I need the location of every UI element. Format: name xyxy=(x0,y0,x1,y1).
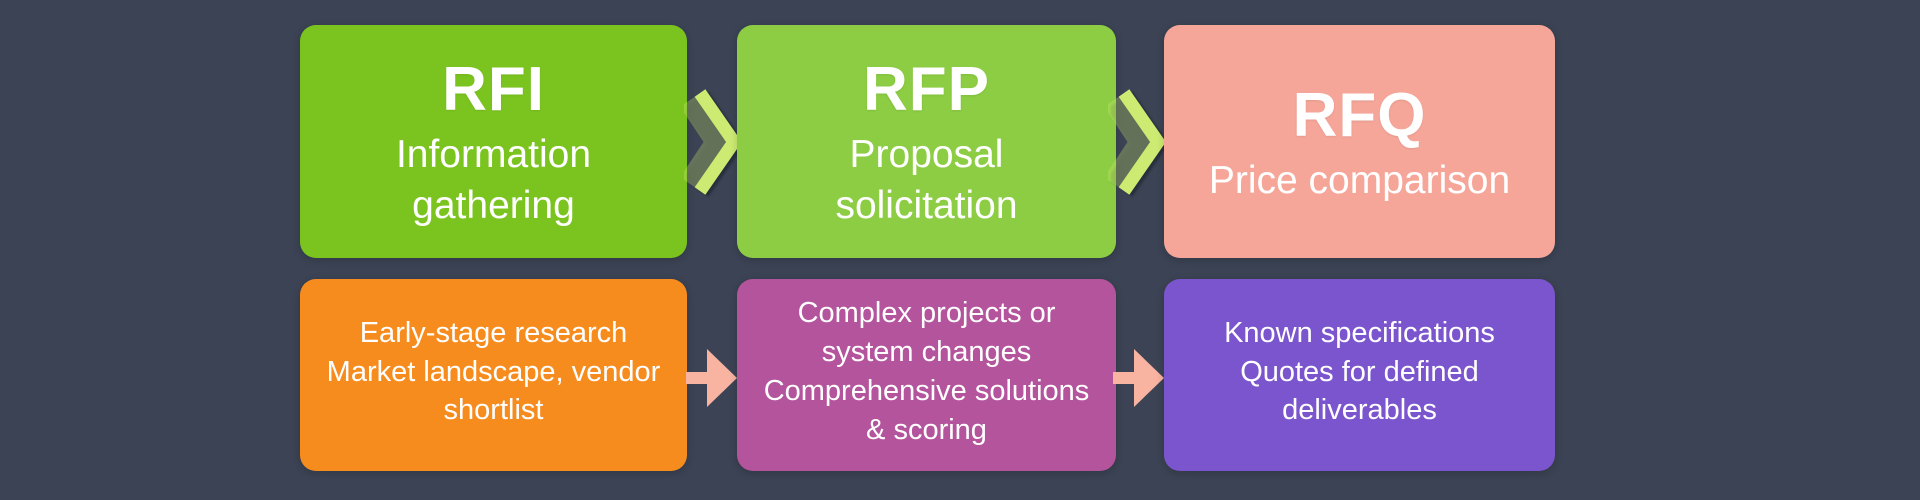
stage-description-rfp: Complex projects or system changes Compr… xyxy=(763,297,1090,446)
arrow-right-icon xyxy=(686,349,737,407)
chevron-right-icon xyxy=(1108,89,1166,195)
stage-subtitle-rfi: Information gathering xyxy=(395,133,592,228)
stage-card-rfq: RFQ Price comparison xyxy=(1164,25,1555,258)
stage-title-rfp: RFP xyxy=(863,55,990,125)
chevron-right-icon xyxy=(684,89,742,195)
detail-card-rfp: Complex projects or system changes Compr… xyxy=(737,279,1116,471)
detail-card-rfi: Early-stage research Market landscape, v… xyxy=(300,279,687,471)
stage-card-rfi: RFI Information gathering xyxy=(300,25,687,258)
arrow-right-icon xyxy=(1113,349,1164,407)
stage-title-rfi: RFI xyxy=(442,55,545,125)
stage-card-rfp: RFP Proposal solicitation xyxy=(737,25,1116,258)
stage-description-rfi: Early-stage research Market landscape, v… xyxy=(326,316,661,427)
detail-card-rfq: Known specifications Quotes for defined … xyxy=(1164,279,1555,471)
stage-subtitle-rfp: Proposal solicitation xyxy=(835,133,1018,228)
stage-subtitle-rfq: Price comparison xyxy=(1208,158,1511,202)
stage-description-rfq: Known specifications Quotes for defined … xyxy=(1224,316,1495,427)
stage-title-rfq: RFQ xyxy=(1292,80,1427,150)
